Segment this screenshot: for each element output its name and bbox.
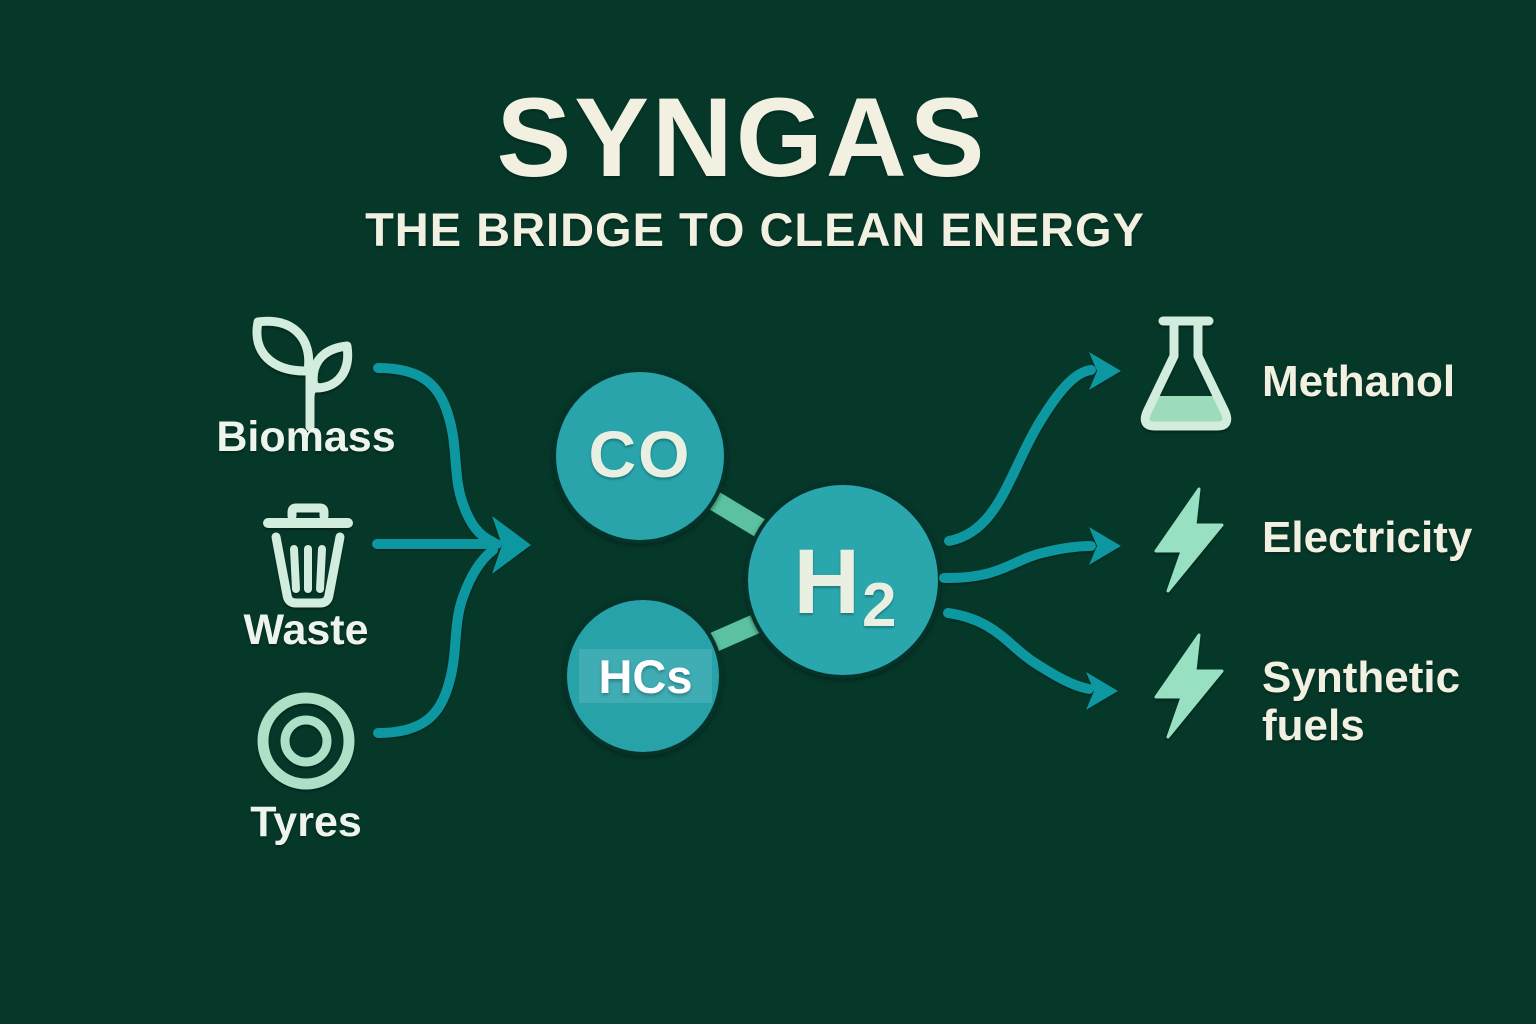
input-label-biomass: Biomass [216, 413, 396, 461]
molecule-co-label: CO [588, 417, 692, 491]
arrow-methanol [944, 365, 1096, 546]
output-arrows [939, 352, 1121, 710]
molecule-hcs-label: HCs [598, 649, 693, 703]
output-icons [1140, 316, 1232, 739]
molecule-hcs-circle [563, 596, 723, 756]
h2-base: H [793, 531, 860, 633]
h2-subscript: 2 [861, 571, 897, 640]
arrowhead-inputs [492, 516, 531, 574]
output-label-electricity: Electricity [1262, 513, 1473, 562]
molecule-co-circle [552, 368, 728, 544]
page-title: SYNGAS [496, 75, 988, 200]
input-icons [252, 316, 355, 790]
arrow-electricity [939, 541, 1096, 584]
page-subtitle: THE BRIDGE TO CLEAN ENERGY [365, 203, 1145, 256]
arrowhead-electricity [1089, 527, 1121, 565]
molecule-nodes [552, 368, 942, 756]
arrowhead-synthetic-fuels [1086, 672, 1118, 710]
arrow-synthetic-fuels [943, 608, 1094, 694]
molecule-h2-label: H2 [794, 536, 897, 637]
flask-icon [1140, 316, 1232, 431]
lightning-icon [1154, 487, 1224, 593]
input-label-waste: Waste [243, 606, 369, 654]
trash-icon [263, 503, 353, 608]
molecule-hcs-badge: HCs [579, 649, 712, 703]
lightning-icon [1154, 633, 1224, 739]
input-arrows [372, 363, 531, 738]
output-label-methanol: Methanol [1262, 357, 1456, 406]
arrow-biomass [373, 363, 498, 547]
tyre-icon [257, 692, 355, 790]
input-label-tyres: Tyres [250, 798, 362, 846]
output-label-synthetic-fuels: Synthetic fuels [1262, 653, 1461, 750]
arrowhead-methanol [1089, 352, 1121, 390]
arrow-tyres [373, 545, 498, 738]
plant-icon [252, 316, 353, 432]
